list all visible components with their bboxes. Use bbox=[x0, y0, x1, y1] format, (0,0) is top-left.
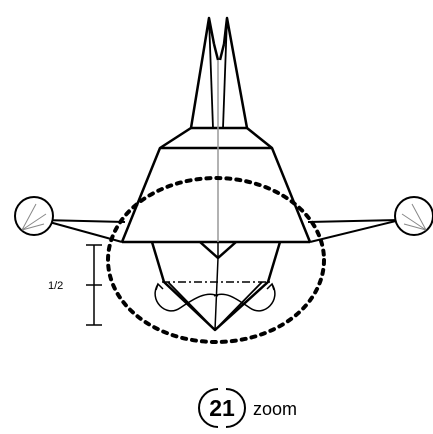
lower-body bbox=[150, 241, 282, 332]
zoom-circle bbox=[106, 176, 326, 344]
right-wing bbox=[307, 196, 433, 243]
left-wing bbox=[14, 196, 126, 243]
top-spike bbox=[189, 16, 249, 130]
step-badge: 21 bbox=[198, 388, 246, 428]
upper-body bbox=[120, 126, 312, 244]
step-caption: zoom bbox=[253, 399, 297, 419]
measure-label: 1/2 bbox=[48, 280, 63, 292]
measure-bracket bbox=[86, 244, 102, 326]
fold-loops bbox=[154, 282, 276, 312]
step-number: 21 bbox=[209, 395, 235, 421]
